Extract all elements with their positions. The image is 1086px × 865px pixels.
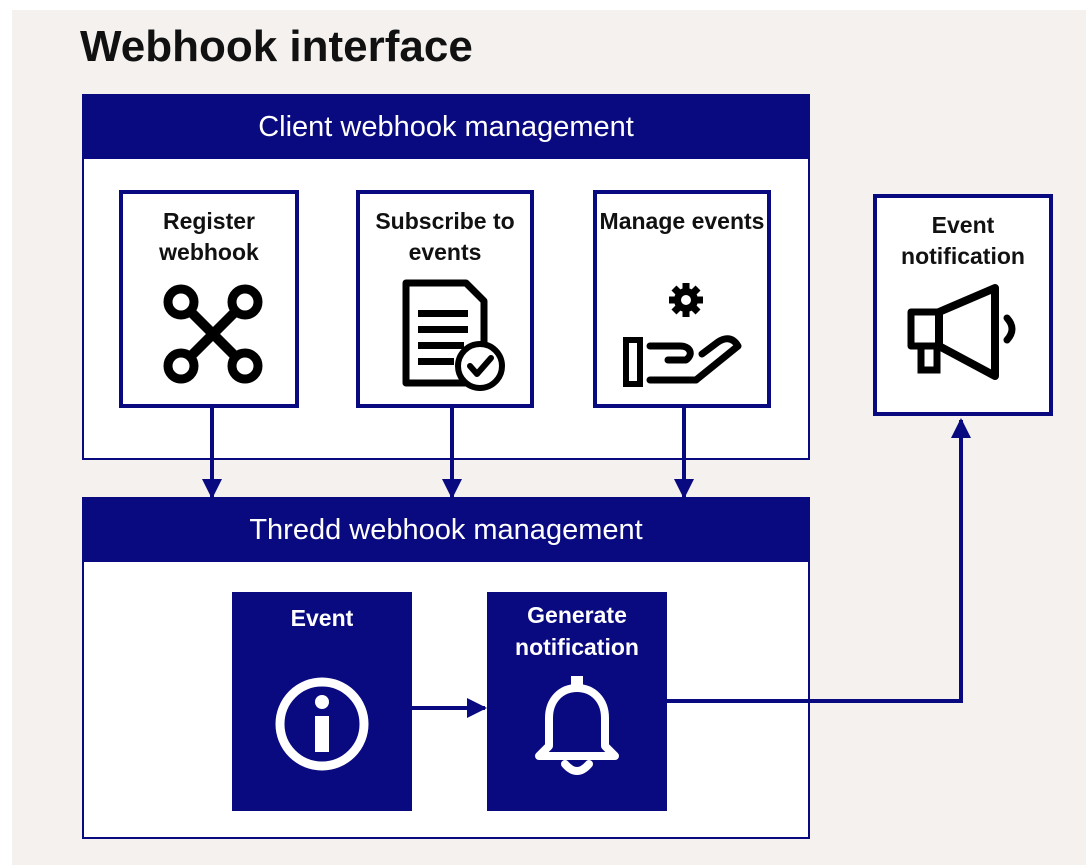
bell-icon xyxy=(535,676,619,775)
register-webhook-card: Register webhook xyxy=(119,190,299,408)
document-check-icon xyxy=(402,279,505,391)
hand-gear-icon xyxy=(623,283,742,387)
event-label: Event xyxy=(290,605,354,631)
client-group-header: Client webhook management xyxy=(84,96,808,159)
event-card: Event xyxy=(232,592,412,811)
network-nodes-icon xyxy=(163,284,263,384)
subscribe-to-events-card: Subscribe to events xyxy=(356,190,534,408)
generate-notification-label: Generate notification xyxy=(515,602,639,660)
manage-events-label: Manage events xyxy=(599,208,765,234)
generate-to-notification-arrow xyxy=(667,418,971,703)
subscribe-to-events-label: Subscribe to events xyxy=(375,208,515,265)
info-icon xyxy=(275,677,369,771)
thredd-group-header: Thredd webhook management xyxy=(84,499,808,562)
register-webhook-label: Register webhook xyxy=(159,208,259,265)
event-notification-card: Event notification xyxy=(873,194,1053,416)
event-notification-label: Event notification xyxy=(901,212,1025,269)
manage-events-card: Manage events xyxy=(593,190,771,408)
megaphone-icon xyxy=(907,284,1016,380)
thredd-webhook-management-group: Thredd webhook management xyxy=(82,497,810,839)
diagram-title: Webhook interface xyxy=(80,22,473,71)
generate-notification-card: Generate notification xyxy=(487,592,667,811)
